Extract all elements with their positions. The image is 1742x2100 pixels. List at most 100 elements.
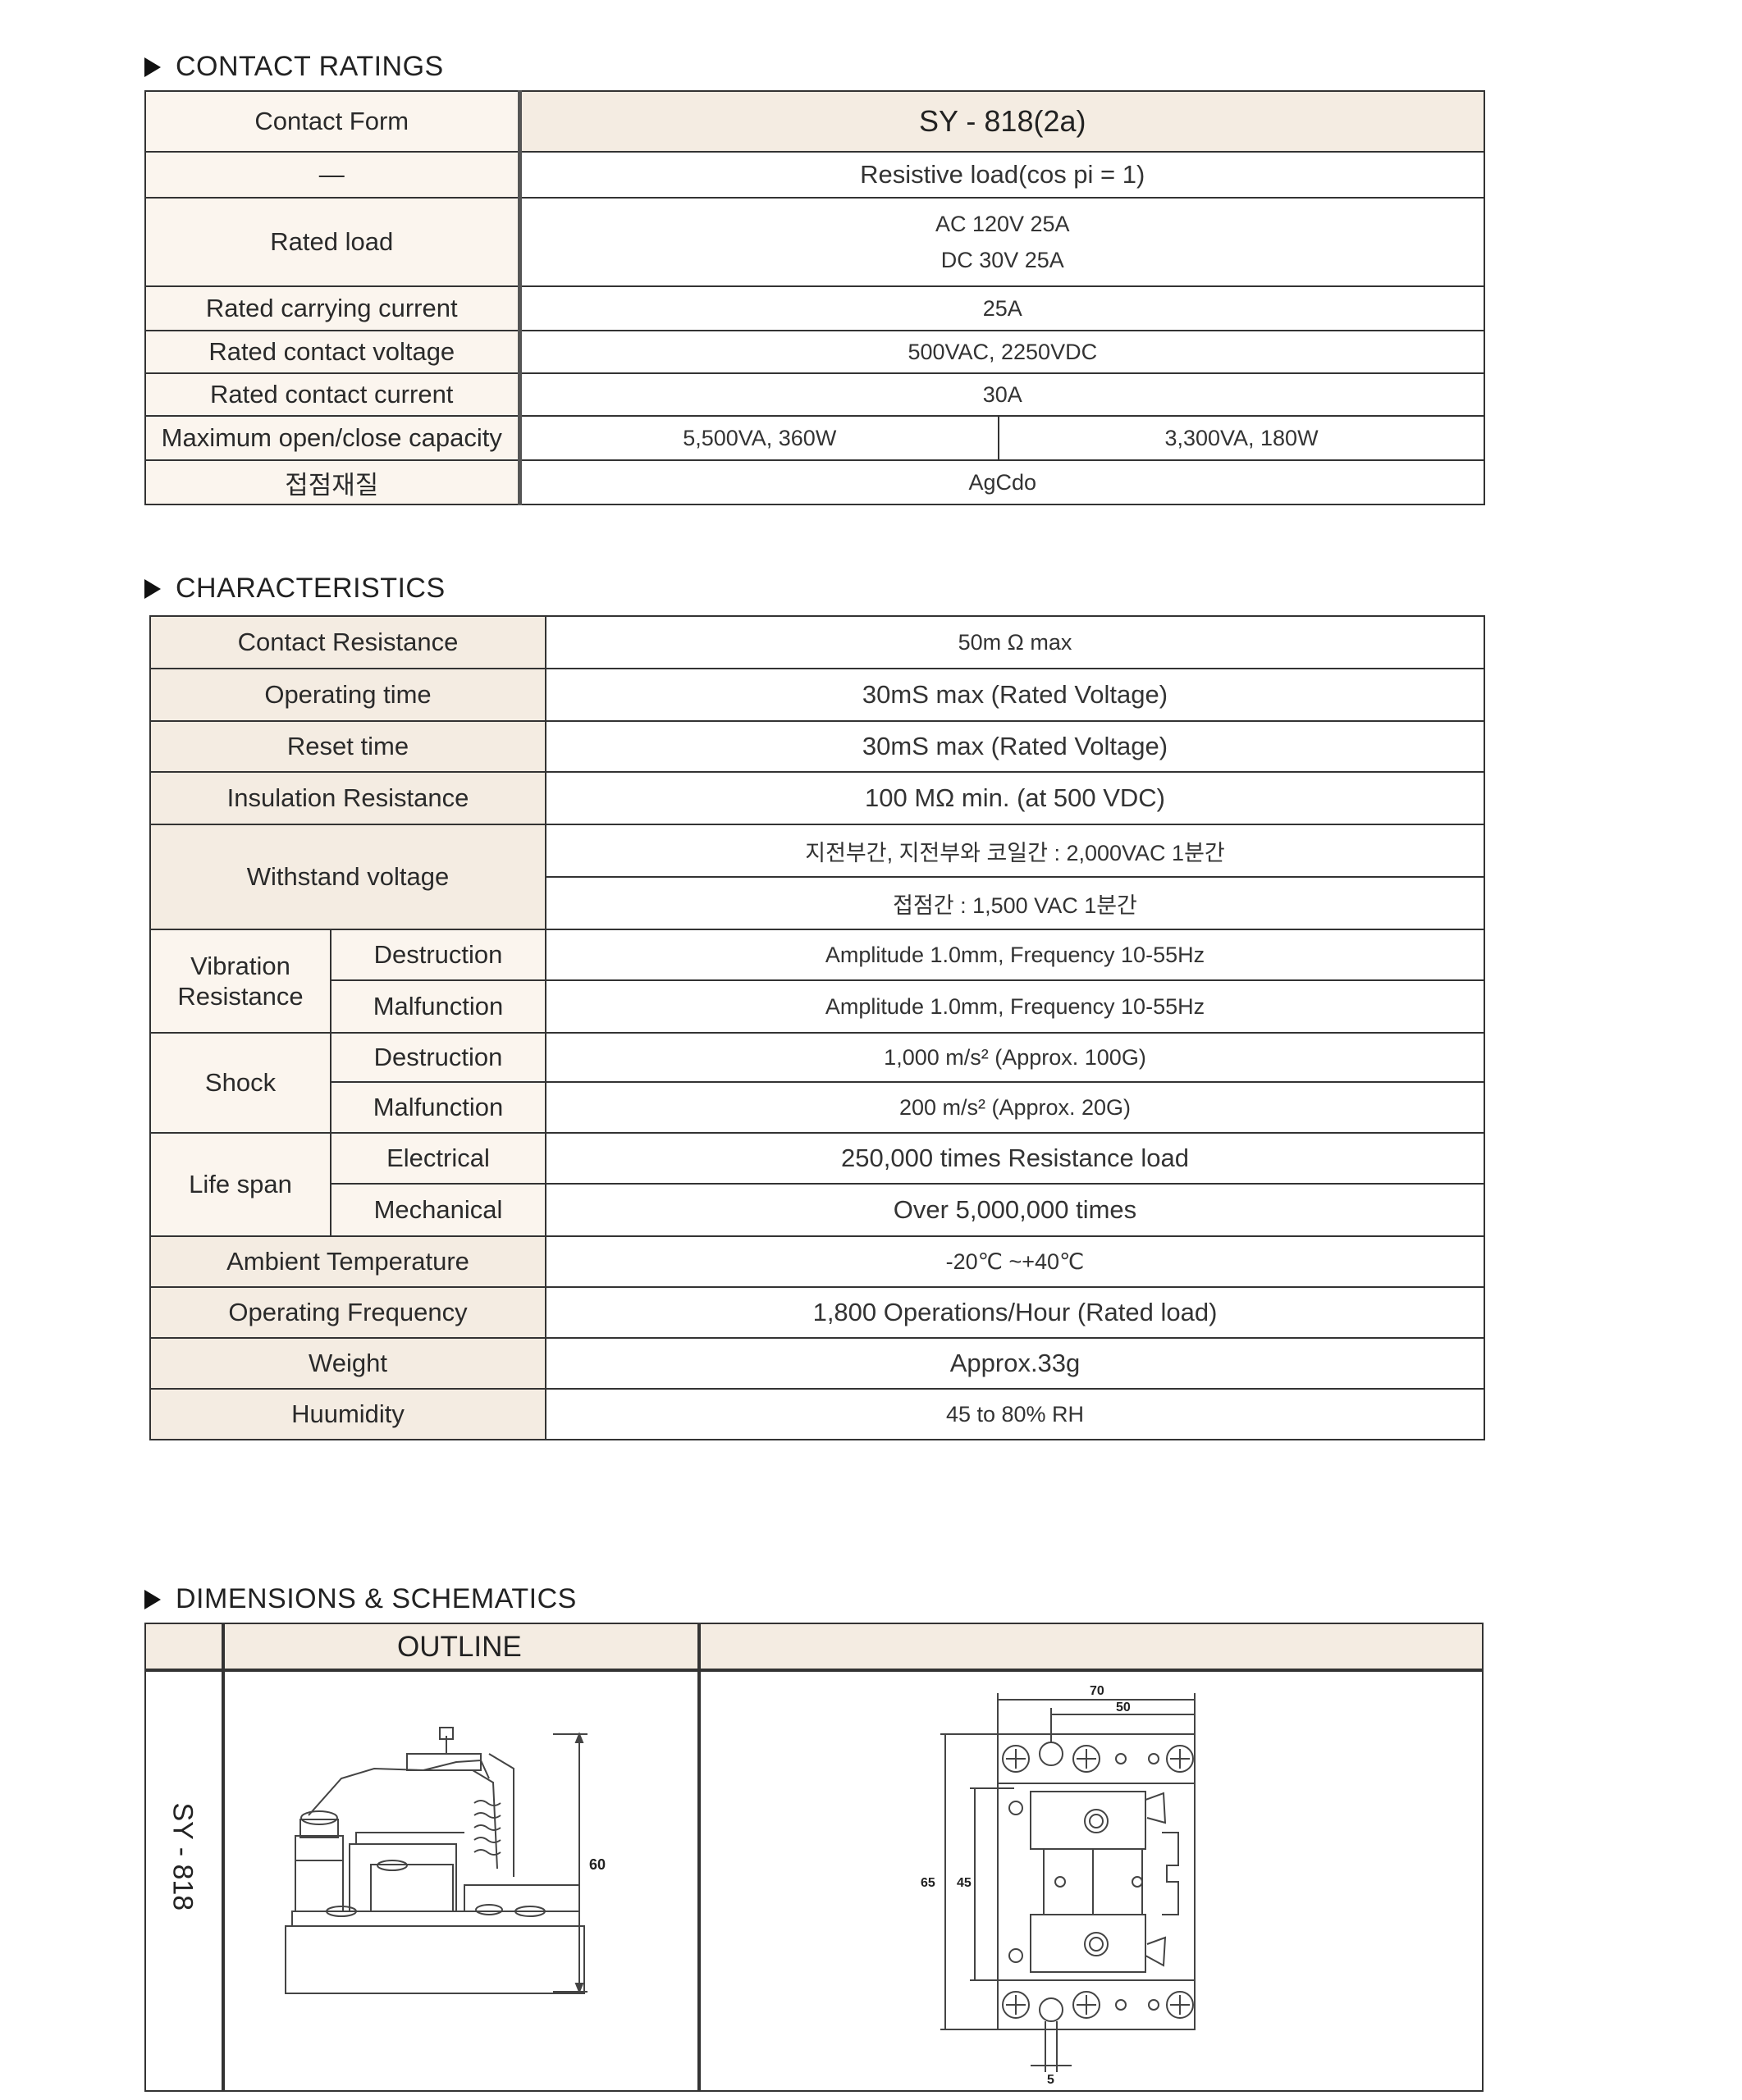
rated-load-ac: AC 120V 25A: [935, 212, 1070, 236]
row-label: Weight: [149, 1337, 546, 1390]
contact-ratings-table: Contact Form SY - 818(2a) — Resistive lo…: [144, 90, 1486, 505]
row-value: 지전부간, 지전부와 코일간 : 2,000VAC 1분간: [545, 824, 1485, 878]
triangle-bullet-icon: [144, 1590, 161, 1609]
table-row: Shock Destruction 1,000 m/s² (Approx. 10…: [149, 1032, 1485, 1134]
row-value: Amplitude 1.0mm, Frequency 10-55Hz: [545, 979, 1485, 1034]
row-value: 30mS max (Rated Voltage): [545, 668, 1485, 722]
table-row: Huumidity 45 to 80% RH: [149, 1388, 1485, 1440]
table-row: Withstand voltage 지전부간, 지전부와 코일간 : 2,000…: [149, 824, 1485, 930]
row-value: 30A: [518, 372, 1486, 417]
table-row: Rated carrying current 25A: [144, 285, 1486, 331]
table-row: Contact Resistance 50m Ω max: [149, 615, 1485, 669]
dim-70-label: 70: [1090, 1684, 1104, 1698]
row-value: Resistive load(cos pi = 1): [518, 151, 1486, 199]
row-value: AC 120V 25A DC 30V 25A: [518, 197, 1486, 287]
row-value: 250,000 times Resistance load: [545, 1132, 1485, 1185]
relay-top-view-drawing: 70 50 65 45 5: [921, 1684, 1196, 2087]
schematic-column: [697, 1623, 1484, 2092]
row-value: 25A: [518, 285, 1486, 331]
row-value: 30mS max (Rated Voltage): [545, 720, 1485, 773]
group-label: Life span: [149, 1132, 331, 1237]
dim-height-label: 60: [589, 1856, 606, 1873]
row-label: Contact Resistance: [149, 615, 546, 669]
row-label: —: [144, 151, 522, 199]
table-row: Weight Approx.33g: [149, 1337, 1485, 1390]
table-row: Reset time 30mS max (Rated Voltage): [149, 720, 1485, 773]
row-value-a: 5,500VA, 360W: [519, 415, 999, 461]
characteristics-title: CHARACTERISTICS: [144, 573, 446, 605]
table-row: Mechanical Over 5,000,000 times: [150, 1183, 1485, 1237]
row-label: 접점재질: [144, 459, 522, 505]
sub-label: Malfunction: [330, 1081, 546, 1134]
row-value: 200 m/s² (Approx. 20G): [545, 1081, 1485, 1134]
table-row: — Resistive load(cos pi = 1): [144, 151, 1486, 199]
table-row: Contact Form SY - 818(2a): [144, 90, 1486, 153]
row-label: Rated contact voltage: [144, 330, 522, 374]
row-value: Amplitude 1.0mm, Frequency 10-55Hz: [545, 929, 1485, 981]
row-label: Maximum open/close capacity: [144, 415, 522, 461]
model-column: [144, 1623, 225, 2092]
row-value-b: 3,300VA, 180W: [997, 415, 1486, 461]
header-divider: [144, 1669, 1484, 1670]
table-row: Malfunction 200 m/s² (Approx. 20G): [150, 1081, 1485, 1134]
table-row: Malfunction Amplitude 1.0mm, Frequency 1…: [150, 979, 1485, 1034]
row-value: 100 MΩ min. (at 500 VDC): [545, 771, 1485, 825]
table-row: 접점재질 AgCdo: [144, 459, 1486, 505]
relay-outline-drawing: 60: [285, 1727, 606, 1994]
table-row: Rated contact current 30A: [144, 372, 1486, 417]
table-row: Insulation Resistance 100 MΩ min. (at 50…: [149, 771, 1485, 825]
dimensions-panel: OUTLINE SY - 818: [144, 1623, 1484, 2092]
sub-label: Electrical: [330, 1132, 546, 1185]
dimensions-title: DIMENSIONS & SCHEMATICS: [144, 1583, 577, 1615]
table-row: Ambient Temperature -20℃ ~+40℃: [149, 1235, 1485, 1288]
table-row: Operating time 30mS max (Rated Voltage): [149, 668, 1485, 722]
table-row: Operating Frequency 1,800 Operations/Hou…: [149, 1286, 1485, 1339]
dim-50-label: 50: [1116, 1701, 1131, 1714]
row-label: Rated carrying current: [144, 285, 522, 331]
contact-ratings-title: CONTACT RATINGS: [144, 51, 444, 83]
row-label: Contact Form: [144, 90, 522, 153]
row-value: AgCdo: [518, 459, 1486, 505]
row-value: 500VAC, 2250VDC: [518, 330, 1486, 374]
sub-label: Mechanical: [330, 1183, 546, 1237]
row-value: Approx.33g: [545, 1337, 1485, 1390]
row-value: 접점간 : 1,500 VAC 1분간: [545, 876, 1485, 930]
dim-5-label: 5: [1047, 2073, 1054, 2087]
table-row: Rated load AC 120V 25A DC 30V 25A: [144, 197, 1486, 287]
dim-45-label: 45: [957, 1876, 972, 1890]
dim-65-label: 65: [921, 1876, 935, 1890]
table-row: Rated contact voltage 500VAC, 2250VDC: [144, 330, 1486, 374]
sub-label: Destruction: [330, 1032, 546, 1083]
outline-label: OUTLINE: [397, 1631, 522, 1663]
row-label: Reset time: [149, 720, 546, 773]
row-label: Operating Frequency: [149, 1286, 546, 1339]
triangle-bullet-icon: [144, 579, 161, 599]
sub-label: Malfunction: [330, 979, 546, 1034]
row-value: 1,000 m/s² (Approx. 100G): [545, 1032, 1485, 1083]
group-label: Vibration Resistance: [149, 929, 331, 1034]
row-value: Over 5,000,000 times: [545, 1183, 1485, 1237]
row-label: Ambient Temperature: [149, 1235, 546, 1288]
row-label: Insulation Resistance: [149, 771, 546, 825]
row-label: Withstand voltage: [149, 824, 546, 930]
characteristics-table: Contact Resistance 50m Ω max Operating t…: [149, 615, 1485, 1440]
group-label: Shock: [149, 1032, 331, 1134]
row-label: Operating time: [149, 668, 546, 722]
triangle-bullet-icon: [144, 57, 161, 77]
rated-load-dc: DC 30V 25A: [940, 248, 1064, 272]
model-label: SY - 818: [167, 1802, 199, 1911]
row-value: 45 to 80% RH: [545, 1388, 1485, 1440]
table-row: Life span Electrical 250,000 times Resis…: [149, 1132, 1485, 1237]
outline-column: [222, 1623, 701, 2092]
row-label: Rated contact current: [144, 372, 522, 417]
table-row: Vibration Resistance Destruction Amplitu…: [149, 929, 1485, 1034]
row-label: Huumidity: [149, 1388, 546, 1440]
model-value: SY - 818(2a): [518, 90, 1486, 153]
table-row: Maximum open/close capacity 5,500VA, 360…: [144, 415, 1486, 461]
sub-label: Destruction: [330, 929, 546, 981]
table-row: 접점간 : 1,500 VAC 1분간: [150, 876, 1485, 930]
row-value: -20℃ ~+40℃: [545, 1235, 1485, 1288]
row-label: Rated load: [144, 197, 522, 287]
row-value: 50m Ω max: [545, 615, 1485, 669]
row-value: 1,800 Operations/Hour (Rated load): [545, 1286, 1485, 1339]
